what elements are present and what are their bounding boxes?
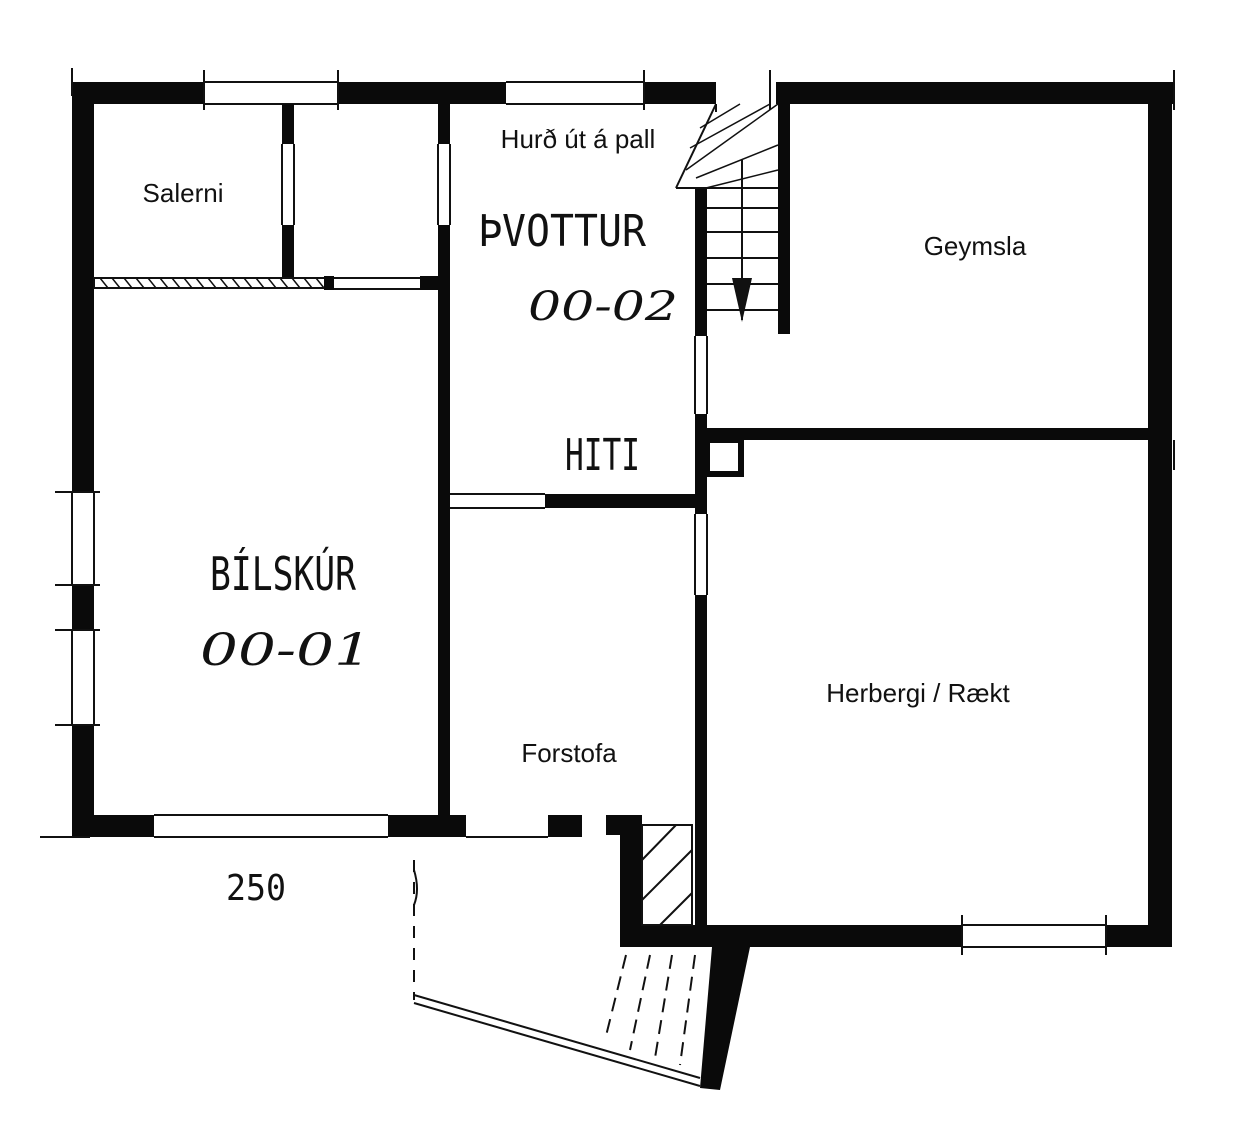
staircase xyxy=(675,103,779,322)
label-thvottur: ÞVOTTUR xyxy=(478,206,646,257)
label-forstofa: Forstofa xyxy=(521,738,617,768)
label-thvottur-code: 00-02 xyxy=(528,284,678,330)
label-hiti: HITI xyxy=(565,430,640,481)
entrance-steps xyxy=(413,860,750,1090)
label-salerni: Salerni xyxy=(143,178,224,208)
label-door-out: Hurð út á pall xyxy=(501,124,656,154)
room-labels: Salerni Hurð út á pall ÞVOTTUR 00-02 Gey… xyxy=(143,124,1027,909)
label-dimension-250: 250 xyxy=(226,868,286,909)
label-bilskur-code: 00-01 xyxy=(200,625,372,676)
label-bilskur: BÍLSKÚR xyxy=(210,547,356,601)
exterior-walls xyxy=(72,82,1174,947)
windows xyxy=(40,68,1175,955)
label-geymsla: Geymsla xyxy=(924,231,1027,261)
label-herbergi: Herbergi / Rækt xyxy=(826,678,1010,708)
interior-walls xyxy=(93,104,1148,935)
